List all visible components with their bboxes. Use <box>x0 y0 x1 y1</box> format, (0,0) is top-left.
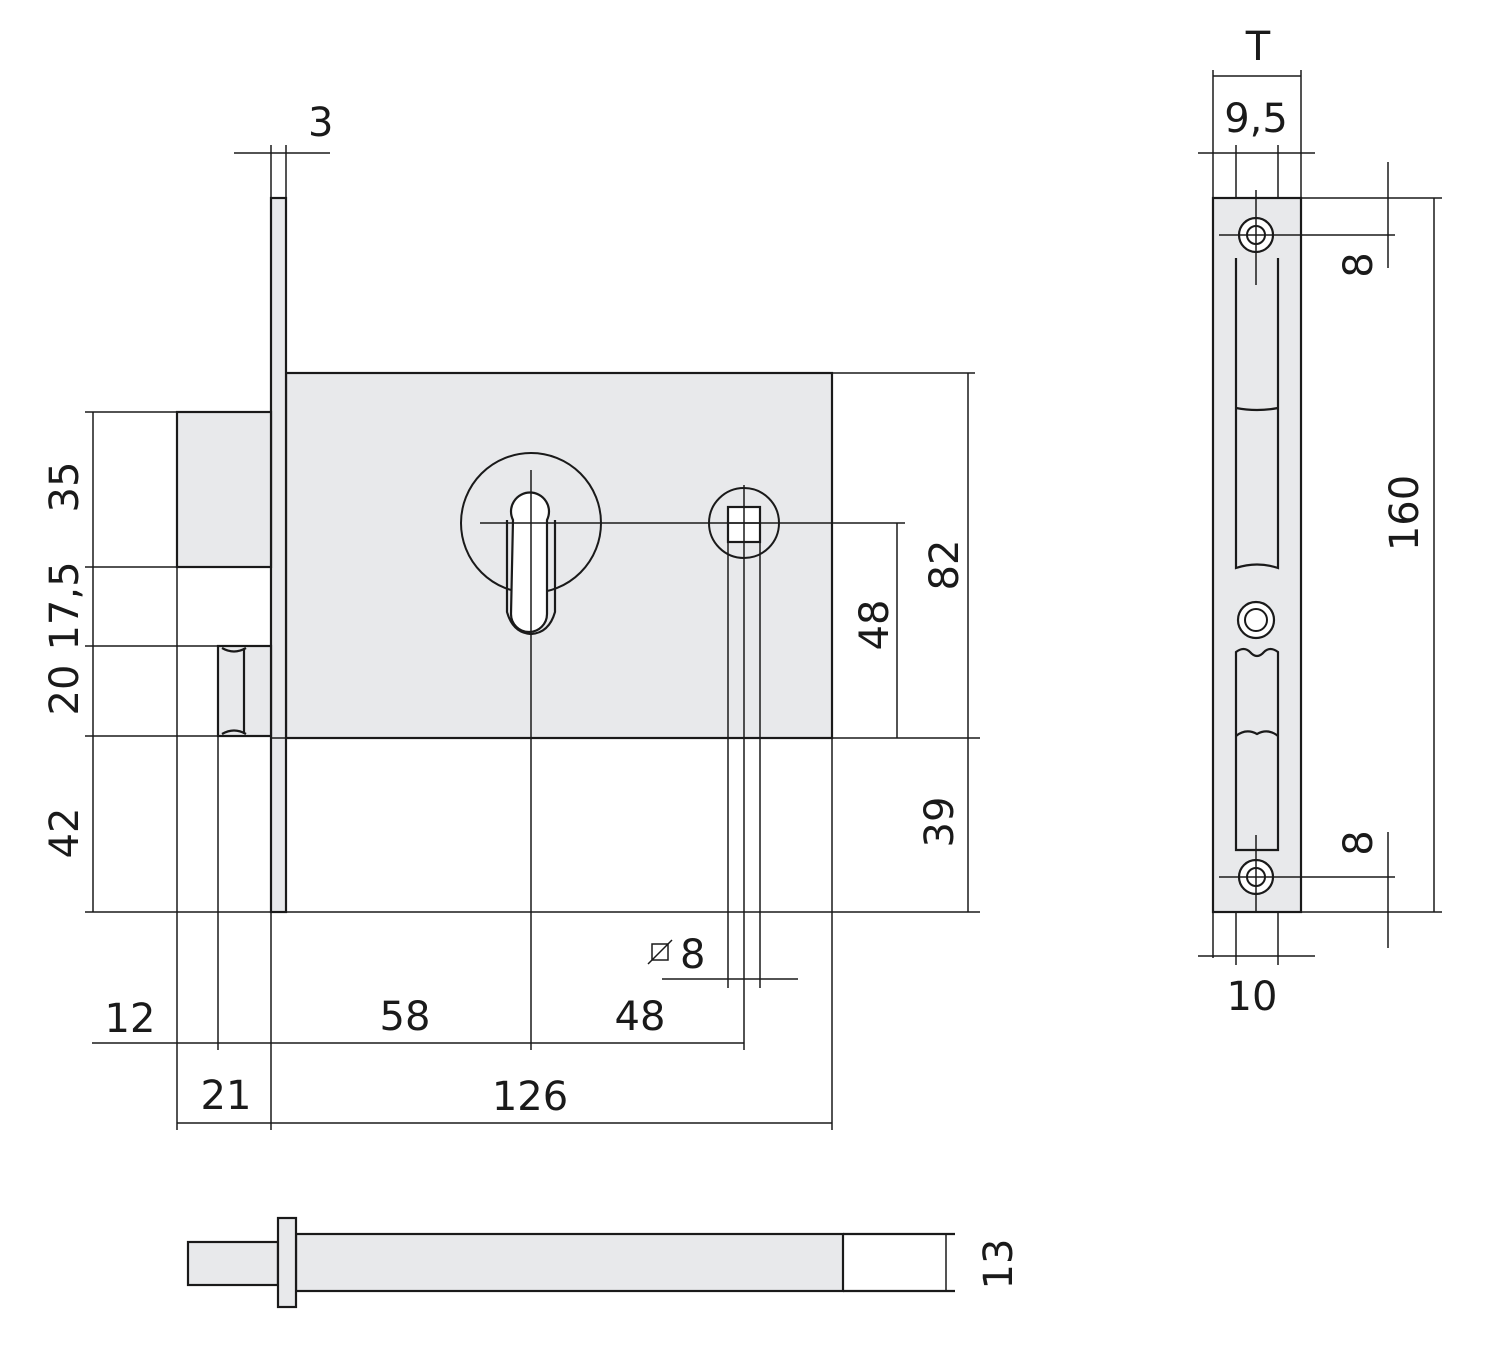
square-diameter-icon <box>647 939 673 965</box>
strike-lower-slot <box>1234 647 1280 852</box>
faceplate <box>269 196 288 914</box>
lock-front-view <box>175 196 834 914</box>
strike-upper-slot-mid <box>1235 406 1279 412</box>
strike-lower-slot-mid <box>1235 730 1279 737</box>
spindle-bar <box>294 1232 845 1293</box>
dimension-labels-main: 3 35 17,5 20 42 82 48 39 12 58 48 21 126… <box>42 100 968 1120</box>
dimension-lines <box>92 152 969 1124</box>
dim-strike-hole-bottom: 8 <box>1336 830 1382 855</box>
spindle-view: 13 <box>186 1216 1022 1309</box>
dim-latch-projection: 12 <box>105 996 156 1042</box>
dim-faceplate-thickness: 3 <box>308 100 333 146</box>
strike-plate <box>1211 196 1303 914</box>
dim-latch-gap: 17,5 <box>42 561 88 650</box>
strike-upper-slot <box>1234 258 1280 570</box>
dim-bolt-throw: 21 <box>201 1073 252 1119</box>
dim-deadbolt-height: 20 <box>42 665 88 716</box>
dim-spindle-height: 13 <box>976 1239 1022 1290</box>
dim-center-distance-h: 48 <box>615 994 666 1040</box>
strike-dimension-labels: T 9,5 8 8 160 10 <box>1224 24 1428 1020</box>
cylinder-keyhole <box>509 491 551 634</box>
dim-center-distance-v: 48 <box>852 600 898 651</box>
dim-lower-height: 39 <box>917 797 963 848</box>
lock-case <box>284 371 834 740</box>
dim-latch-height: 35 <box>42 462 88 513</box>
strike-plate-view <box>1211 196 1303 914</box>
spindle-stub <box>186 1240 280 1287</box>
strike-center-hole <box>1236 600 1276 640</box>
dim-case-height: 82 <box>922 540 968 591</box>
dim-strike-bottom-width: 10 <box>1227 974 1278 1020</box>
dim-strike-hole-top: 8 <box>1336 252 1382 277</box>
strike-extension-lines <box>1212 70 1442 965</box>
latch-bolt <box>175 410 273 569</box>
strike-center-hole-inner <box>1244 608 1268 632</box>
dim-case-depth: 126 <box>492 1074 568 1120</box>
strike-dimension-lines <box>1198 75 1435 957</box>
dim-spindle-square: 8 <box>680 932 705 978</box>
extension-lines <box>85 145 980 1130</box>
dim-strike-length: 160 <box>1382 475 1428 551</box>
spindle-collar <box>276 1216 298 1309</box>
dim-strike-width: 9,5 <box>1224 96 1288 142</box>
dim-bottom-height: 42 <box>42 808 88 859</box>
dim-backset: 58 <box>380 994 431 1040</box>
dim-T: T <box>1245 24 1271 70</box>
